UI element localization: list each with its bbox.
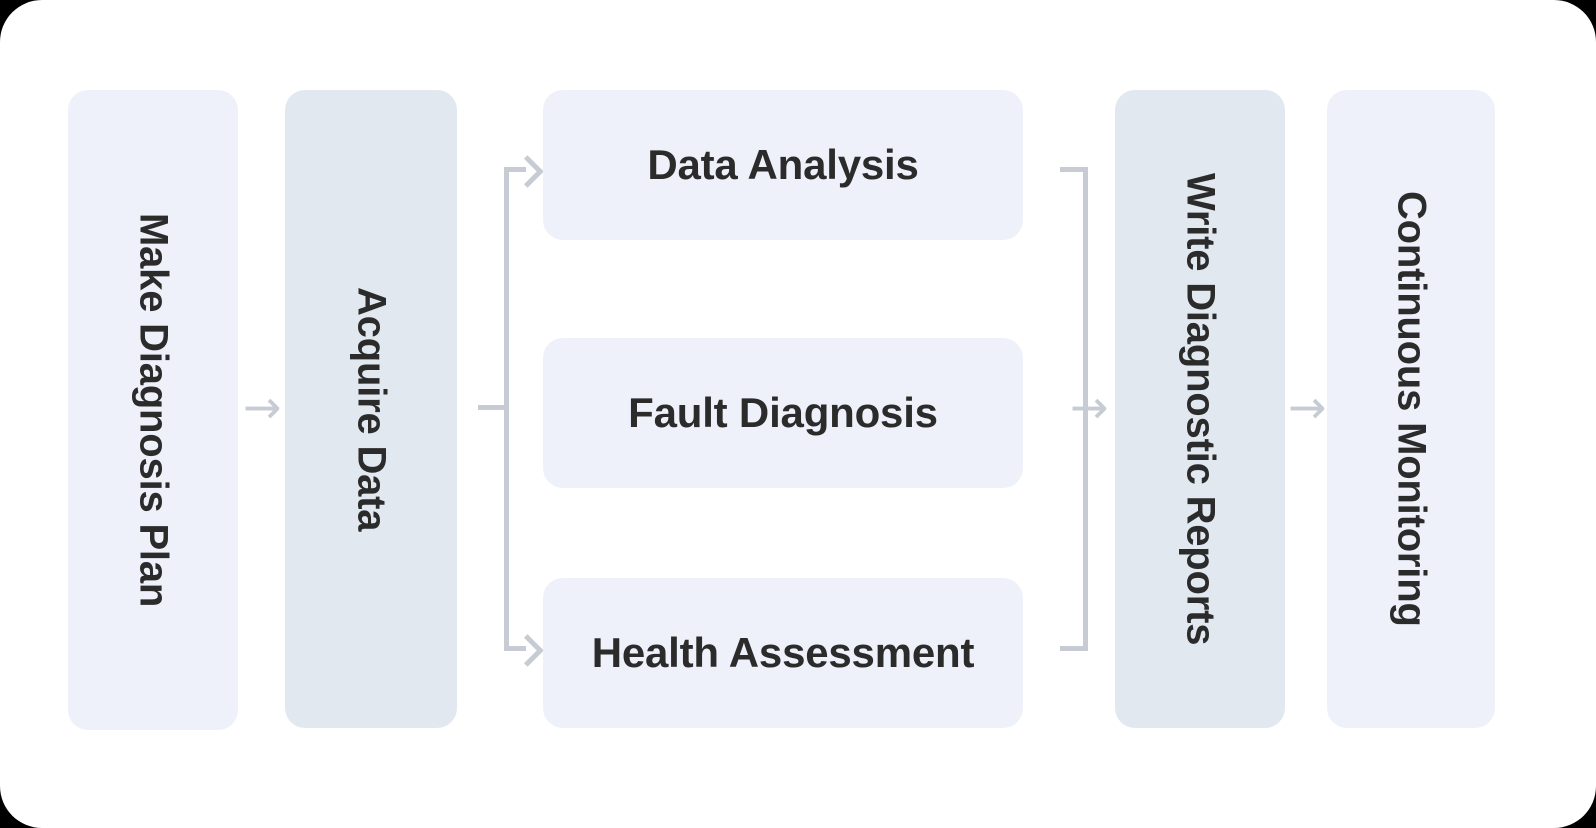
node-label: Continuous Monitoring [1389, 191, 1434, 627]
arrowhead-to-health-assessment-icon [511, 634, 544, 667]
node-continuous-monitoring[interactable]: Continuous Monitoring [1327, 90, 1495, 728]
arrow-merge-to-reports-icon: → [1070, 380, 1109, 434]
node-make-diagnosis-plan[interactable]: Make Diagnosis Plan [68, 90, 238, 730]
node-label: Fault Diagnosis [628, 389, 938, 436]
node-write-diagnostic-reports[interactable]: Write Diagnostic Reports [1115, 90, 1285, 728]
node-data-analysis[interactable]: Data Analysis [543, 90, 1023, 240]
arrow-plan-to-acquire-icon: → [243, 380, 282, 434]
connector-health-assessment-to-merge [1060, 646, 1088, 651]
node-label: Acquire Data [349, 286, 394, 532]
arrowhead-to-data-analysis-icon [511, 155, 544, 188]
node-label: Make Diagnosis Plan [131, 212, 176, 608]
arrow-reports-to-monitoring-icon: → [1288, 380, 1327, 434]
node-health-assessment[interactable]: Health Assessment [543, 578, 1023, 728]
connector-acquire-to-fanout [478, 405, 508, 410]
node-label: Write Diagnostic Reports [1178, 172, 1223, 646]
connector-fanout-to-health-assessment [504, 646, 526, 651]
connector-merge-bus [1083, 170, 1088, 651]
node-fault-diagnosis[interactable]: Fault Diagnosis [543, 338, 1023, 488]
connector-fanout-to-data-analysis [504, 167, 526, 172]
node-acquire-data[interactable]: Acquire Data [285, 90, 457, 728]
node-label: Data Analysis [647, 141, 919, 188]
connector-data-analysis-to-merge [1060, 167, 1088, 172]
node-label: Health Assessment [591, 629, 975, 676]
connector-fanout-bus [504, 170, 509, 651]
